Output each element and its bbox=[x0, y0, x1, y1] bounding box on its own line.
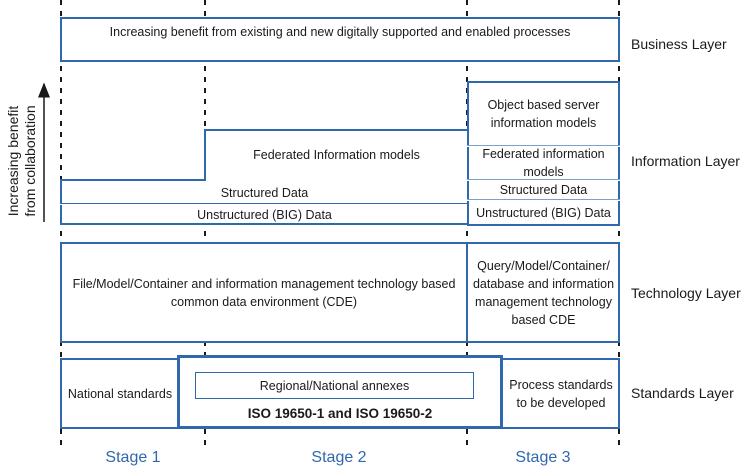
data-divider bbox=[60, 203, 469, 205]
object-based-models-label: Object based server information models bbox=[487, 98, 600, 130]
process-standards-label: Process standards to be developed bbox=[509, 378, 613, 410]
cde-label: File/Model/Container and information man… bbox=[72, 276, 456, 309]
federated-models-box bbox=[204, 129, 469, 181]
stage3-divider-3 bbox=[467, 199, 620, 201]
stage3-divider-2 bbox=[467, 179, 620, 181]
standards-layer-label: Standards Layer bbox=[631, 385, 734, 401]
stage3-structured-label: Structured Data bbox=[499, 182, 588, 197]
stage3-unstructured-label: Unstructured (BIG) Data bbox=[476, 205, 611, 220]
technology-layer-label: Technology Layer bbox=[631, 285, 741, 301]
stage3-information-box bbox=[467, 81, 620, 226]
business-benefit-text: Increasing benefit from existing and new… bbox=[109, 25, 571, 39]
stage3-federated-label: Federated information models bbox=[482, 147, 605, 179]
stage3-divider-1 bbox=[467, 145, 620, 147]
stage-3-label: Stage 3 bbox=[515, 449, 571, 466]
structured-data-label: Structured Data bbox=[220, 185, 309, 200]
annexes-box bbox=[195, 372, 474, 399]
stage-1-label: Stage 1 bbox=[105, 449, 161, 466]
regional-annexes-label: Regional/National annexes bbox=[259, 378, 410, 393]
federated-models-label: Federated Information models bbox=[253, 148, 420, 162]
unstructured-data-label: Unstructured (BIG) Data bbox=[197, 208, 332, 222]
technology-divider bbox=[466, 242, 468, 343]
business-layer-label: Business Layer bbox=[631, 36, 727, 52]
collaboration-benefit-line1: Increasing benefit bbox=[5, 105, 21, 217]
information-layer-label: Information Layer bbox=[631, 153, 740, 169]
stage-2-label: Stage 2 bbox=[311, 449, 367, 466]
technology-layer-box bbox=[60, 242, 620, 343]
business-layer-box bbox=[60, 17, 620, 62]
national-standards-label: National standards bbox=[67, 387, 173, 401]
collaboration-benefit-label: Increasing benefit from collaboration bbox=[5, 91, 41, 231]
collaboration-benefit-line2: from collaboration bbox=[22, 105, 38, 217]
stage3-cde-label: Query/Model/Container/ database and info… bbox=[472, 258, 615, 327]
iso-19650-label: ISO 19650-1 and ISO 19650-2 bbox=[247, 406, 433, 421]
